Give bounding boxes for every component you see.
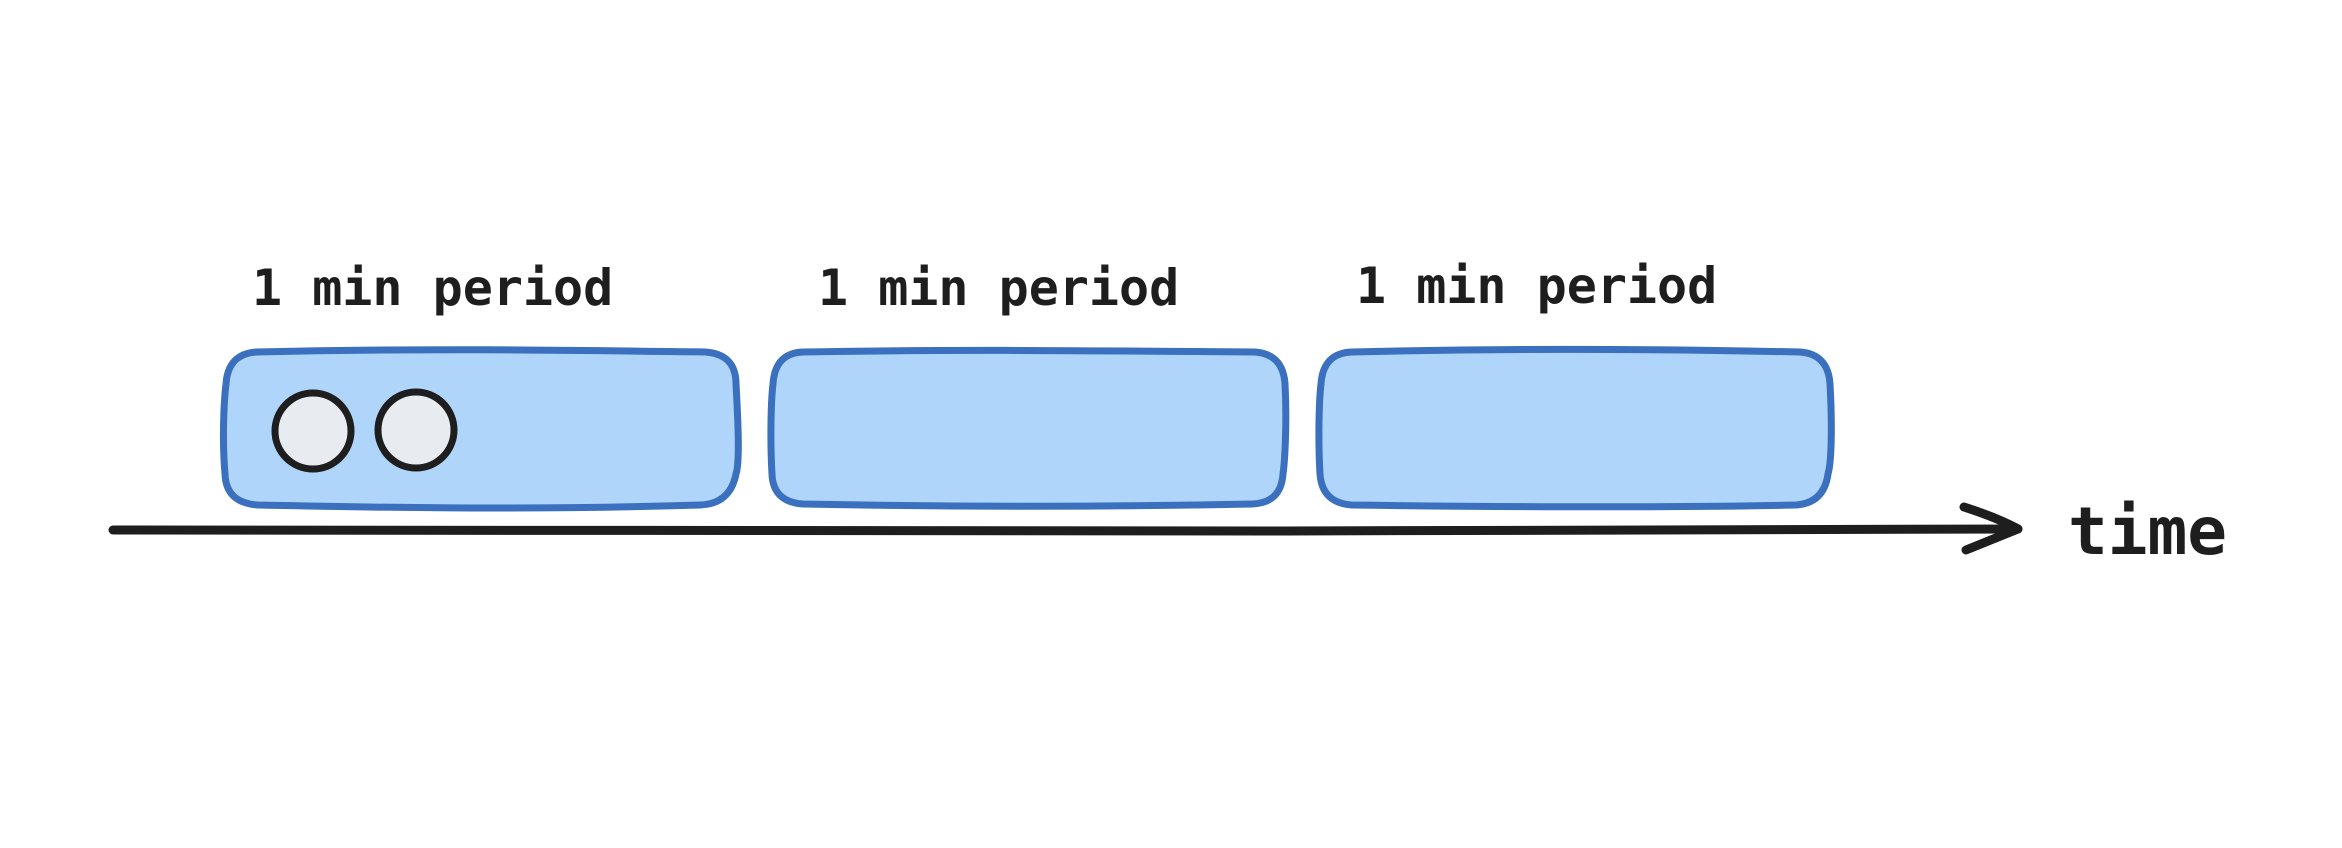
time-axis: time bbox=[108, 493, 2227, 570]
period-box-3 bbox=[1315, 345, 1835, 511]
period-box-1 bbox=[219, 346, 742, 512]
period-box-2 bbox=[767, 346, 1290, 510]
time-axis-line bbox=[108, 524, 2023, 537]
time-axis-label: time bbox=[2068, 493, 2227, 570]
period-label-3: 1 min period bbox=[1356, 257, 1717, 315]
period-window-3: 1 min period bbox=[1315, 257, 1835, 511]
time-axis-arrowhead bbox=[1959, 502, 2023, 555]
request-dot-1 bbox=[271, 389, 355, 473]
period-label-2: 1 min period bbox=[818, 259, 1179, 317]
period-window-1: 1 min period bbox=[219, 259, 742, 512]
period-label-1: 1 min period bbox=[252, 259, 613, 317]
period-window-2: 1 min period bbox=[767, 259, 1290, 510]
request-dot-2 bbox=[374, 388, 458, 472]
